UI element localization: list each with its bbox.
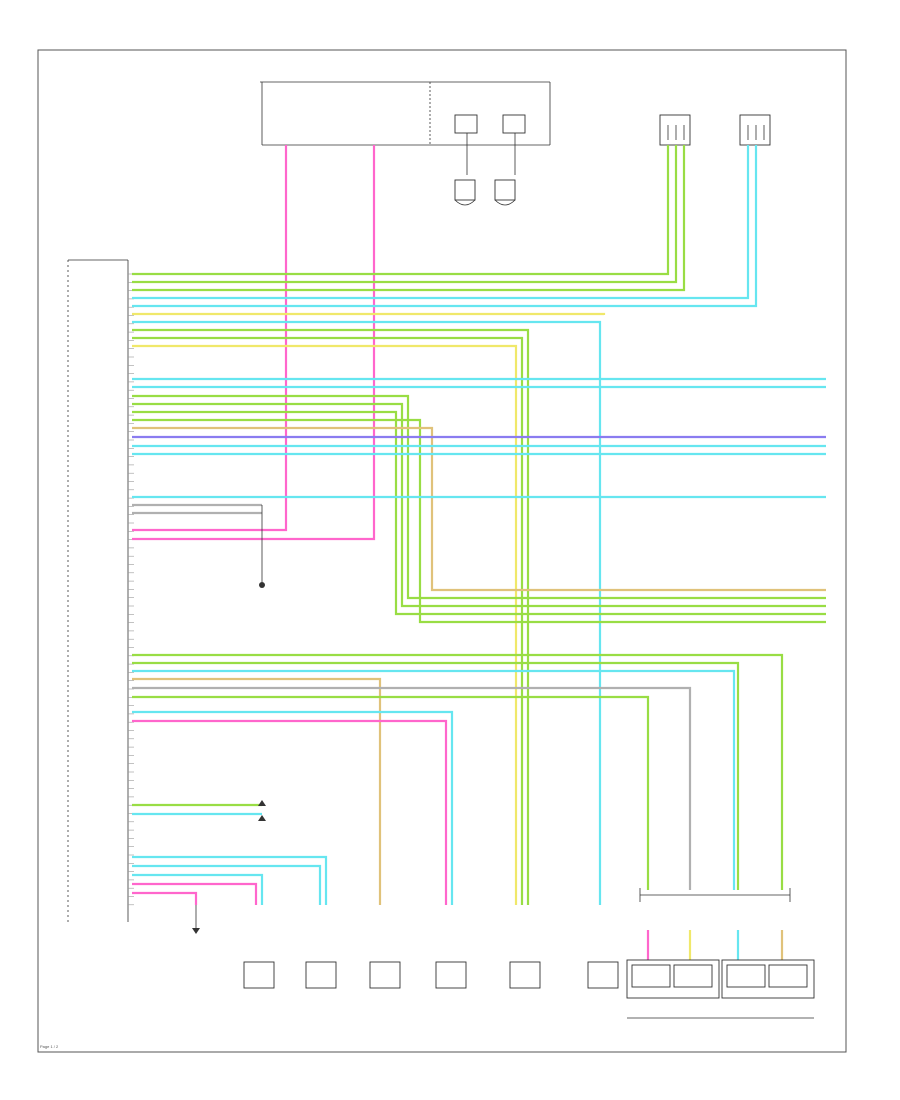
wire-tan-2 [132,677,382,905]
wire-cyan-1 [132,145,750,300]
bottom-connector-1 [243,961,275,989]
wire-green-10 [132,653,784,890]
bottom-connector-group [243,961,619,989]
wire-green-9 [132,418,826,624]
wire-yellow-2 [132,344,518,905]
wire-cyan-2 [132,145,758,308]
page-code: Page 1 / 2 [40,1044,59,1049]
bottom-connector-5 [509,961,541,989]
wire-yellow-1 [132,312,606,316]
module-pin-ticks [128,273,134,906]
bottom-connector-2 [305,961,337,989]
wire-cyan-13 [132,864,322,905]
control-module [67,259,129,922]
top-right-sensor-1 [659,114,691,146]
ground-symbol [192,505,266,934]
top-right-sensor-2 [739,114,771,146]
wire-cyan-3 [132,320,602,905]
wire-green-5 [132,336,524,905]
wire-pink-2 [132,145,376,541]
wire-cyan-14 [132,873,264,905]
wire-tan-1 [132,426,826,592]
wire-pink-5 [132,891,198,905]
wire-green-11 [132,661,740,890]
speaker-group [626,888,815,1019]
wire-green-2 [132,145,678,284]
bottom-connector-4 [435,961,467,989]
wire-green-12 [132,695,650,890]
wire-group [132,145,826,960]
wire-green-1 [132,145,670,276]
wire-pink-3 [132,719,448,905]
top-left-connector [260,81,551,206]
wire-cyan-10 [132,710,454,905]
wire-green-3 [132,145,686,292]
wire-cyan-9 [132,669,736,890]
wire-gray-3 [132,686,692,890]
bottom-connector-3 [369,961,401,989]
wire-green-4 [132,328,530,905]
wire-cyan-12 [132,855,328,905]
wire-pink-4 [132,882,258,905]
wire-green-8 [132,410,826,616]
diagram-border [37,49,847,1053]
bottom-connector-6 [587,961,619,989]
wire-green-7 [132,402,826,608]
